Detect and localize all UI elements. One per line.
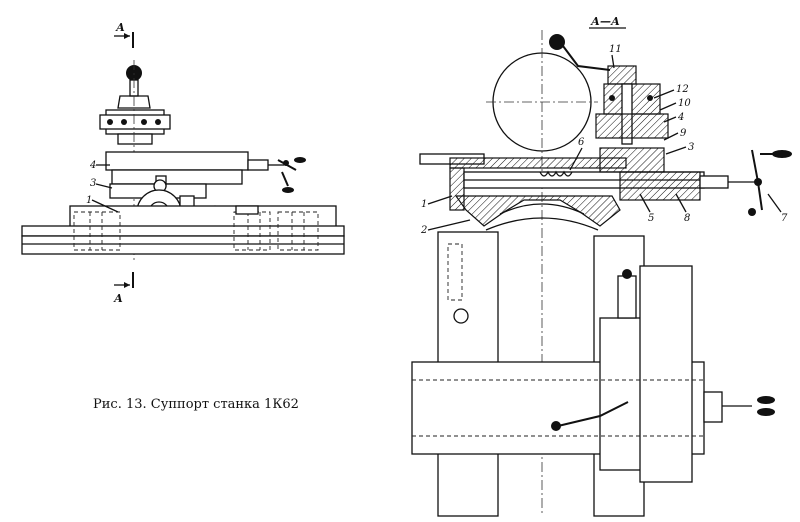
label-1: 1 xyxy=(86,195,92,206)
label-6: 6 xyxy=(578,137,585,148)
label-7: 7 xyxy=(781,213,788,224)
section-mark-bottom: А xyxy=(113,272,134,305)
section-view: А—А xyxy=(411,15,792,517)
toolpost-section xyxy=(595,83,669,145)
plan-view xyxy=(411,231,775,517)
front-view: А А xyxy=(21,21,345,305)
dovetail-section xyxy=(454,195,621,231)
label-1-section: 1 xyxy=(421,199,427,210)
section-mark-top: А xyxy=(114,21,134,48)
section-title: А—А xyxy=(590,15,620,28)
label-9: 9 xyxy=(680,128,687,139)
label-2-section: 2 xyxy=(420,225,427,236)
figure-caption: Рис. 13. Суппорт станка 1К62 xyxy=(93,397,299,412)
label-4-section: 4 xyxy=(677,112,684,123)
label-3-section: 3 xyxy=(688,142,694,153)
label-10: 10 xyxy=(678,98,691,109)
clamp-lever xyxy=(549,34,637,85)
label-12: 12 xyxy=(676,84,689,95)
label-3: 3 xyxy=(90,178,96,189)
label-5: 5 xyxy=(648,213,654,224)
section-letter-bottom: А xyxy=(113,292,123,305)
label-11: 11 xyxy=(609,44,622,55)
carriage-bed xyxy=(21,205,345,255)
front-view-labels: 4 3 1 xyxy=(86,160,119,213)
section-letter-top: А xyxy=(115,21,125,34)
section-view-labels: 11 12 10 4 9 3 6 1 2 5 8 7 xyxy=(420,44,788,236)
label-4: 4 xyxy=(89,160,96,171)
label-8: 8 xyxy=(684,213,690,224)
cross-slide-section xyxy=(419,147,792,216)
